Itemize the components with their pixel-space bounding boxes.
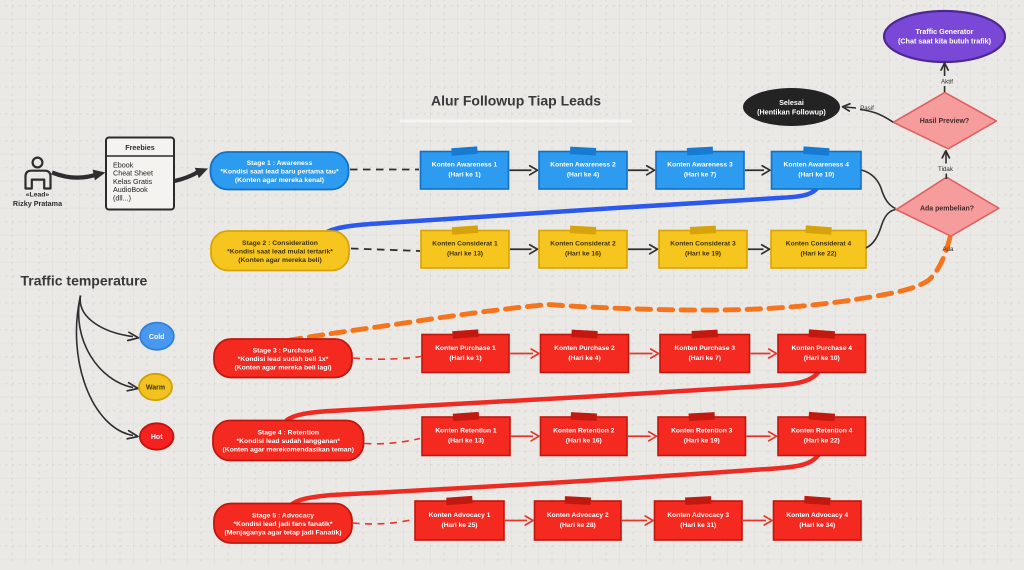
svg-text:Stage 5 : Advocacy: Stage 5 : Advocacy xyxy=(252,512,314,519)
svg-text:Alur Followup Tiap Leads: Alur Followup Tiap Leads xyxy=(431,93,601,109)
svg-text:(Menjaganya agar tetap jadi Fa: (Menjaganya agar tetap jadi Fanatik) xyxy=(224,529,341,536)
svg-text:Konten Purchase 3: Konten Purchase 3 xyxy=(674,345,735,352)
svg-text:Tidak: Tidak xyxy=(938,166,954,173)
svg-text:Rizky Pratama: Rizky Pratama xyxy=(13,199,63,208)
svg-text:(Hari ke 13): (Hari ke 13) xyxy=(447,251,483,258)
svg-text:Konten Advocacy 3: Konten Advocacy 3 xyxy=(667,512,729,519)
svg-text:(Konten agar mereka kenal): (Konten agar mereka kenal) xyxy=(235,177,324,184)
svg-text:Konten Purchase 2: Konten Purchase 2 xyxy=(554,345,615,352)
svg-text:Ada: Ada xyxy=(942,246,954,253)
svg-text:Konten Advocacy 2: Konten Advocacy 2 xyxy=(547,512,609,519)
svg-text:*Kondisi lead jadi fans fanati: *Kondisi lead jadi fans fanatik* xyxy=(234,521,333,528)
svg-text:(dll...): (dll...) xyxy=(113,193,131,202)
svg-text:*Kondisi lead sudah langganan*: *Kondisi lead sudah langganan* xyxy=(237,438,341,445)
svg-text:Pasif: Pasif xyxy=(860,105,874,112)
svg-text:*Kondisi saat lead mulai terta: *Kondisi saat lead mulai tertarik* xyxy=(227,248,333,255)
svg-text:(Hari ke 31): (Hari ke 31) xyxy=(680,522,716,529)
svg-text:(Hari ke 34): (Hari ke 34) xyxy=(799,522,835,529)
svg-text:Stage 1 : Awareness: Stage 1 : Awareness xyxy=(247,160,313,167)
svg-text:(Konten agar merekomendasikan: (Konten agar merekomendasikan teman) xyxy=(223,447,354,454)
svg-text:Konten Retention 2: Konten Retention 2 xyxy=(553,428,615,435)
svg-text:(Hari ke 1): (Hari ke 1) xyxy=(448,172,480,179)
svg-text:Konten Considerat 2: Konten Considerat 2 xyxy=(550,241,616,248)
svg-text:(Hentikan Followup): (Hentikan Followup) xyxy=(757,108,826,117)
svg-text:Konten Considerat 1: Konten Considerat 1 xyxy=(432,241,498,248)
svg-text:(Chat saat kita butuh trafik): (Chat saat kita butuh trafik) xyxy=(898,37,992,46)
svg-text:Konten Purchase 4: Konten Purchase 4 xyxy=(791,345,852,352)
svg-text:Konten Advocacy 1: Konten Advocacy 1 xyxy=(429,512,491,519)
svg-text:Cheat Sheet: Cheat Sheet xyxy=(113,169,153,178)
svg-text:Konten Retention 3: Konten Retention 3 xyxy=(671,428,733,435)
svg-text:(Hari ke 25): (Hari ke 25) xyxy=(441,522,477,529)
svg-text:(Hari ke 28): (Hari ke 28) xyxy=(560,522,596,529)
svg-text:(Hari ke 22): (Hari ke 22) xyxy=(804,438,840,445)
svg-text:Ada pembelian?: Ada pembelian? xyxy=(920,206,974,213)
svg-text:Konten Awareness 4: Konten Awareness 4 xyxy=(784,162,850,169)
svg-text:Konten Considerat 3: Konten Considerat 3 xyxy=(670,241,736,248)
svg-text:Warm: Warm xyxy=(146,385,165,392)
svg-text:(Konten agar mereka beli lagi): (Konten agar mereka beli lagi) xyxy=(234,364,331,371)
svg-text:(Hari ke 10): (Hari ke 10) xyxy=(804,355,840,362)
svg-text:Cold: Cold xyxy=(149,334,165,341)
svg-text:(Hari ke 4): (Hari ke 4) xyxy=(567,172,599,179)
svg-text:(Hari ke 13): (Hari ke 13) xyxy=(448,438,484,445)
svg-text:Stage 2 : Consideration: Stage 2 : Consideration xyxy=(242,240,318,247)
svg-text:Freebies: Freebies xyxy=(125,143,155,152)
svg-text:(Hari ke 16): (Hari ke 16) xyxy=(565,251,601,258)
svg-text:«Lead»: «Lead» xyxy=(26,192,50,199)
svg-text:Traffic Generator: Traffic Generator xyxy=(916,27,974,36)
svg-text:Konten Retention 1: Konten Retention 1 xyxy=(435,428,497,435)
svg-text:Stage 4 : Retention: Stage 4 : Retention xyxy=(257,430,319,437)
svg-text:Kelas Gratis: Kelas Gratis xyxy=(113,177,153,186)
svg-text:Stage 3 : Purchase: Stage 3 : Purchase xyxy=(253,347,314,354)
svg-text:Konten Advocacy 4: Konten Advocacy 4 xyxy=(786,512,848,519)
svg-text:Hot: Hot xyxy=(151,434,163,441)
svg-text:Konten Purchase 1: Konten Purchase 1 xyxy=(435,345,496,352)
svg-text:Konten Awareness 1: Konten Awareness 1 xyxy=(432,162,498,169)
svg-text:(Hari ke 16): (Hari ke 16) xyxy=(566,438,602,445)
svg-text:Konten Awareness 2: Konten Awareness 2 xyxy=(550,162,616,169)
svg-text:*Kondisi lead sudah beli 1x*: *Kondisi lead sudah beli 1x* xyxy=(238,356,329,363)
svg-text:Traffic temperature: Traffic temperature xyxy=(21,273,148,289)
svg-text:Konten Awareness 3: Konten Awareness 3 xyxy=(667,162,733,169)
svg-text:(Hari ke 10): (Hari ke 10) xyxy=(798,172,834,179)
svg-text:Hasil Preview?: Hasil Preview? xyxy=(920,118,969,125)
svg-text:(Hari ke 22): (Hari ke 22) xyxy=(800,251,836,258)
svg-text:(Konten agar mereka beli): (Konten agar mereka beli) xyxy=(238,257,321,264)
svg-text:(Hari ke 19): (Hari ke 19) xyxy=(684,438,720,445)
svg-text:Konten Retention 4: Konten Retention 4 xyxy=(791,428,853,435)
svg-text:AudioBook: AudioBook xyxy=(113,185,148,194)
svg-text:Konten Considerat 4: Konten Considerat 4 xyxy=(786,241,852,248)
svg-text:(Hari ke 7): (Hari ke 7) xyxy=(689,355,721,362)
svg-text:Ebook: Ebook xyxy=(113,160,134,169)
svg-text:(Hari ke 4): (Hari ke 4) xyxy=(568,355,600,362)
svg-text:Selesai: Selesai xyxy=(779,98,804,107)
svg-text:(Hari ke 7): (Hari ke 7) xyxy=(684,172,716,179)
svg-text:(Hari ke 1): (Hari ke 1) xyxy=(449,355,481,362)
svg-text:*Kondisi saat lead baru pertam: *Kondisi saat lead baru pertama tau* xyxy=(220,168,339,175)
svg-text:Aktif: Aktif xyxy=(941,79,953,86)
svg-text:(Hari ke 19): (Hari ke 19) xyxy=(685,251,721,258)
